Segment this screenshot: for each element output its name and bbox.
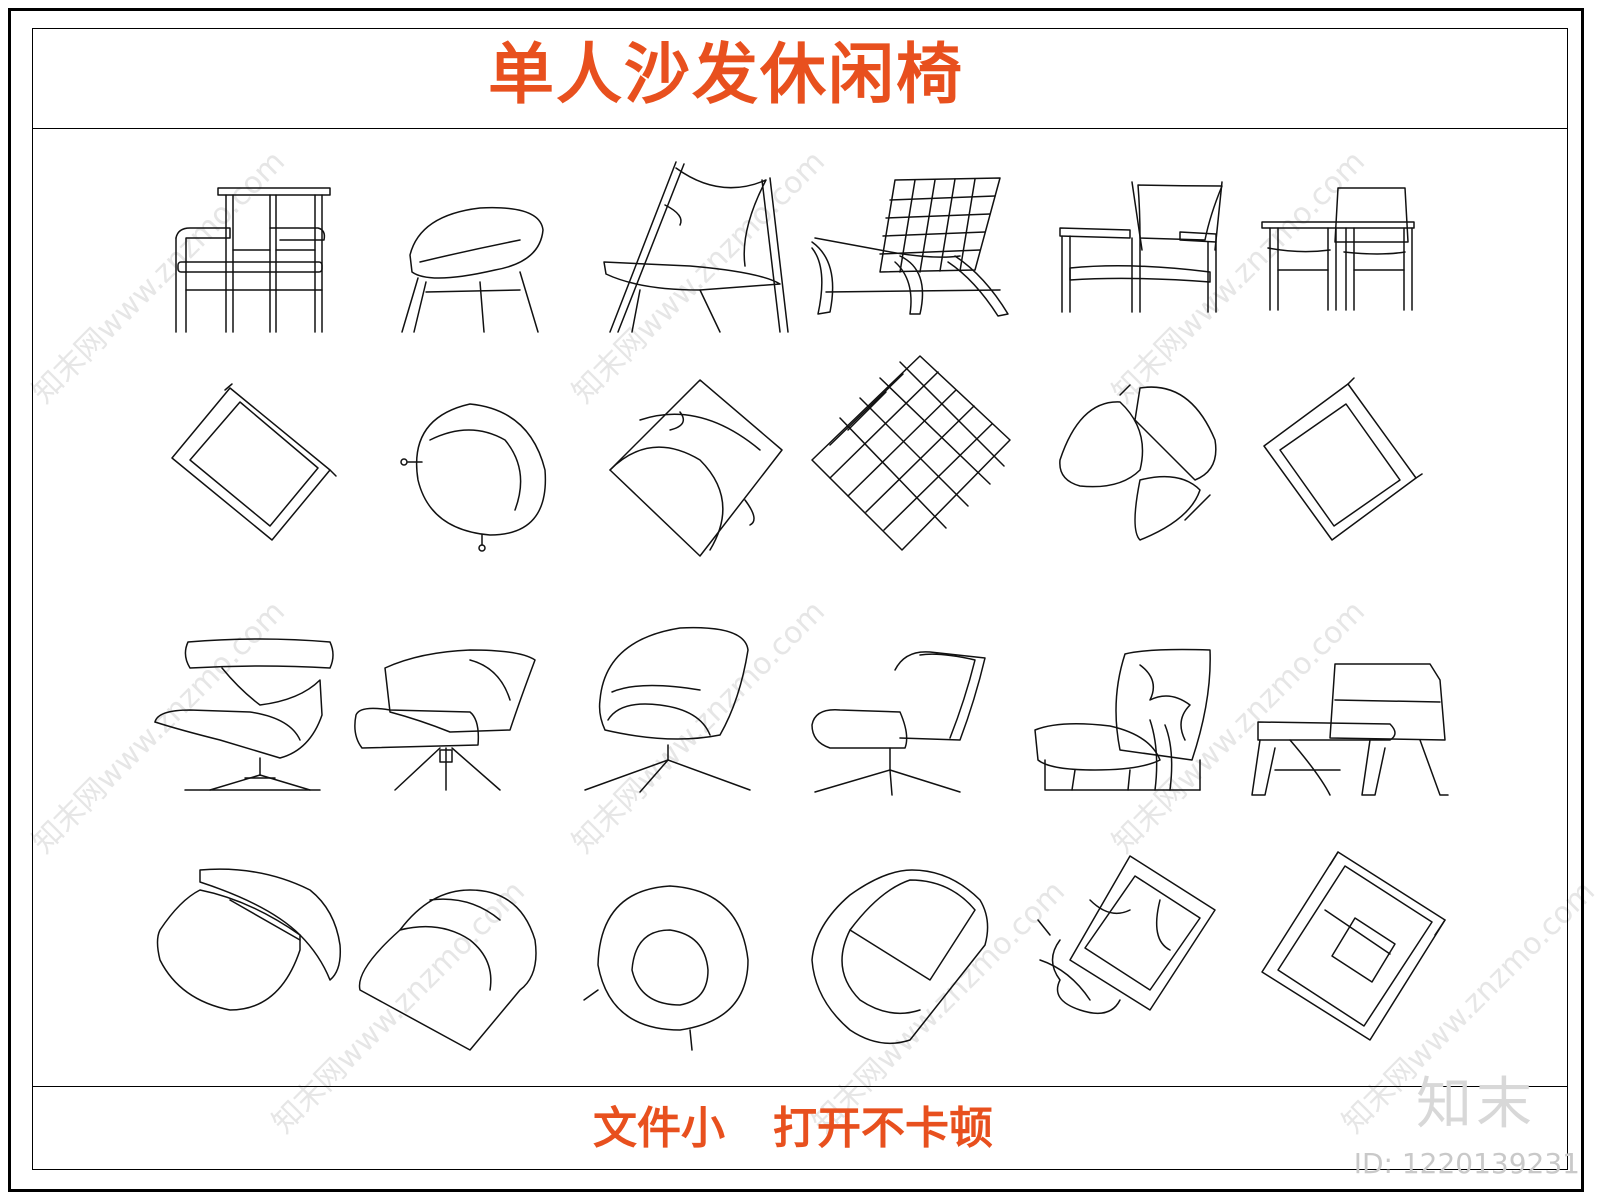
chair-elevation-5 [1059,181,1223,313]
watermark-brand: 知末 [1416,1072,1536,1137]
lounge-plan-3 [583,885,749,1051]
lounge-plan-6 [1261,851,1446,1041]
lounge-elevation-3 [584,626,751,793]
chair-plan-2 [400,403,547,552]
footer-part-2: 打开不卡顿 [773,1103,993,1154]
page-title: 单人沙发休闲椅 [488,36,964,113]
watermark-id: ID: 1220139231 [1353,1147,1580,1180]
chair-elevation-1 [175,187,331,333]
lounge-plan-4 [811,869,989,1045]
chair-plan-5 [1059,384,1217,541]
footer-part-1: 文件小 [593,1103,725,1154]
inner-frame: 单人沙发休闲椅 文件小打开不卡顿 [32,28,1568,1170]
chair-plan-4 [811,355,1011,551]
footer-band: 文件小打开不卡顿 [33,1086,1567,1169]
lounge-elevation-2 [354,649,536,791]
outer-frame [8,8,1584,1192]
chair-plan-6 [1263,377,1423,541]
chair-elevation-2 [401,206,544,333]
lounge-plan-5 [1037,855,1216,1015]
chair-elevation-3 [603,161,789,333]
chair-elevation-6 [1261,187,1415,311]
title-band: 单人沙发休闲椅 [33,29,1567,129]
chair-plan-3 [609,379,783,557]
footer-text: 文件小打开不卡顿 [593,1101,993,1157]
lounge-elevation-6 [1251,663,1449,796]
lounge-elevation-1 [154,638,334,791]
lounge-elevation-4 [811,651,986,796]
chair-plan-1 [171,383,337,541]
lounge-plan-2 [358,889,537,1051]
lounge-plan-1 [156,868,342,1011]
lounge-elevation-5 [1034,648,1211,791]
chair-elevation-4 [811,177,1009,317]
